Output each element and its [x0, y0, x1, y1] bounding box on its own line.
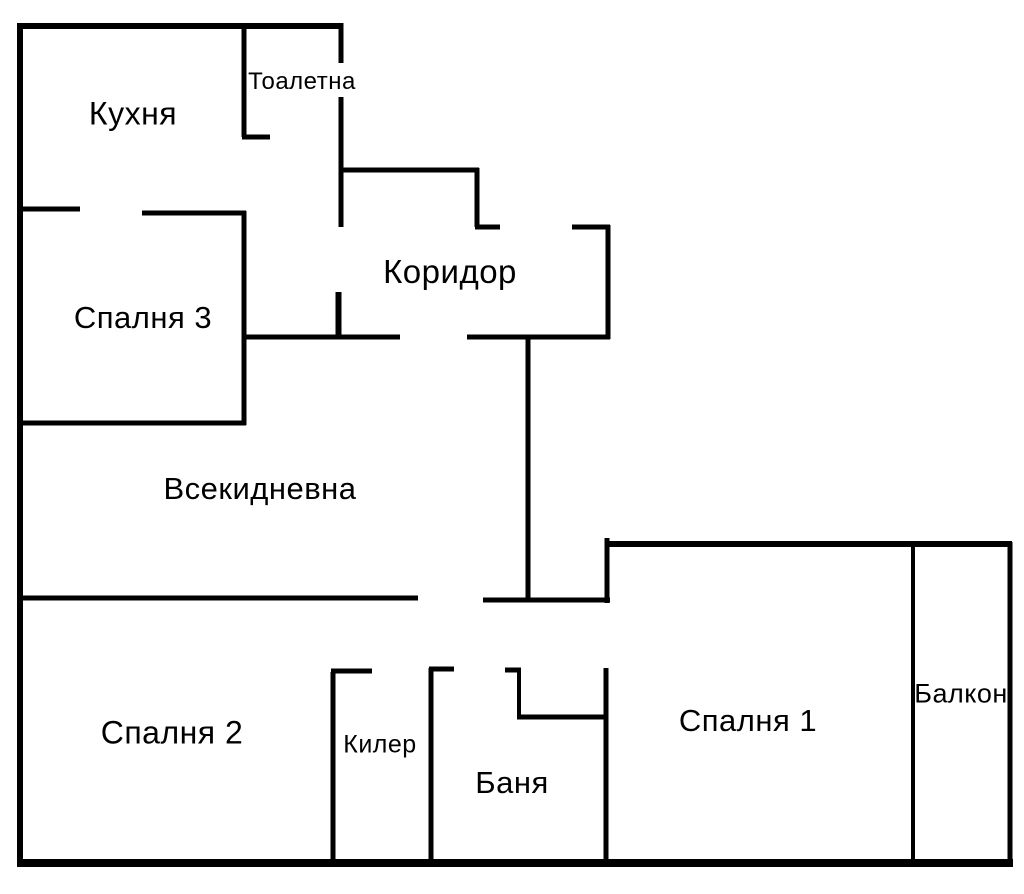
room-label-balcony: Балкон [914, 678, 1008, 709]
room-label-bedroom1: Спалня 1 [678, 703, 818, 738]
room-label-kitchen: Кухня [88, 95, 178, 132]
room-label-living: Всекидневна [163, 471, 357, 506]
room-label-toilet: Тоалетна [248, 68, 356, 95]
room-label-closet: Килер [343, 730, 417, 759]
room-label-bath: Баня [475, 765, 549, 800]
room-label-corridor: Коридор [383, 253, 517, 290]
room-label-bedroom3: Спалня 3 [73, 300, 213, 335]
room-label-bedroom2: Спалня 2 [100, 714, 244, 751]
